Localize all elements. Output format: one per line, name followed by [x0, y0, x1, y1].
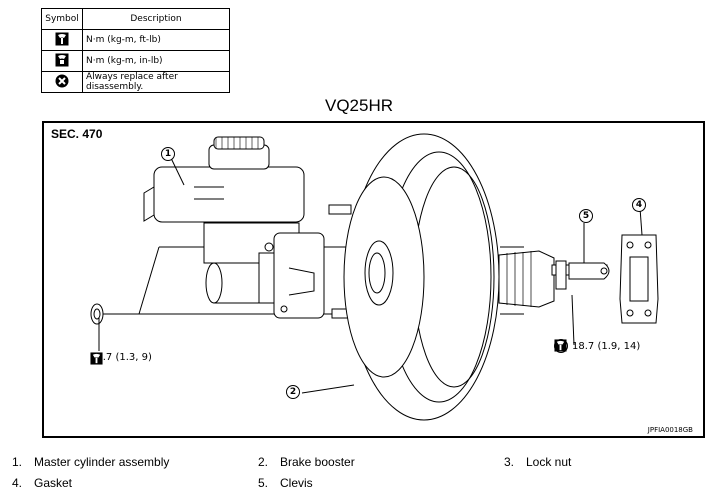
legend-row: N·m (kg-m, ft-lb): [41, 29, 230, 51]
parts-list-item: 3. Lock nut: [504, 455, 571, 469]
symbol-legend-table: Symbol Description N·m (kg-m, ft-lb) N·m…: [41, 8, 230, 93]
part-name: Clevis: [280, 476, 313, 490]
legend-row: Always replace after disassembly.: [41, 71, 230, 93]
callout-5: 5: [579, 209, 593, 223]
legend-header-description: Description: [82, 8, 230, 30]
master-cylinder-assembly: [143, 136, 325, 319]
always-replace-icon: [55, 74, 69, 87]
part-name: Gasket: [34, 476, 73, 490]
callout-2: 2: [286, 385, 300, 399]
part-number: 5.: [258, 476, 269, 490]
wrench-torque-small-icon: [55, 53, 69, 66]
wrench-torque-icon: [554, 339, 567, 352]
brake-booster: [343, 133, 524, 421]
part-name: Lock nut: [526, 455, 572, 469]
legend-row: N·m (kg-m, in-lb): [41, 50, 230, 72]
part-name: Brake booster: [280, 455, 355, 469]
part-number: 1.: [12, 455, 23, 469]
parts-list-item: 5. Clevis: [258, 476, 313, 490]
parts-list-item: 4. Gasket: [12, 476, 72, 490]
part-number: 4.: [12, 476, 23, 490]
callout-4: 4: [632, 198, 646, 212]
part-number: 3.: [504, 455, 515, 469]
left-bracket-line: [138, 246, 160, 315]
exploded-diagram: SEC. 470: [42, 121, 705, 438]
brake-assembly-drawing: [90, 133, 659, 421]
wrench-torque-icon: [90, 352, 103, 365]
diagram-title: VQ25HR: [324, 96, 394, 115]
part-number: 2.: [258, 455, 269, 469]
clevis: [568, 262, 610, 280]
torque-spec-washer: 12.7 (1.3, 9): [90, 352, 152, 365]
washer: [90, 303, 104, 325]
torque-value: 12.7 (1.3, 9): [90, 352, 152, 363]
parts-list-item: 1. Master cylinder assembly: [12, 455, 169, 469]
gasket: [619, 234, 659, 324]
legend-description: N·m (kg-m, in-lb): [82, 50, 230, 72]
torque-spec-lock-nut: 3 18.7 (1.9, 14): [554, 339, 640, 353]
legend-description: Always replace after disassembly.: [82, 71, 230, 93]
parts-list-item: 2. Brake booster: [258, 455, 355, 469]
callout-1: 1: [161, 147, 175, 161]
figure-code: JPFIA0018GB: [647, 426, 693, 434]
section-label: SEC. 470: [51, 127, 103, 141]
legend-description: N·m (kg-m, ft-lb): [82, 29, 230, 51]
wrench-torque-icon: [55, 32, 69, 45]
lock-nut: [555, 260, 567, 290]
part-name: Master cylinder assembly: [34, 455, 170, 469]
legend-header-symbol: Symbol: [41, 8, 83, 30]
torque-value: 18.7 (1.9, 14): [572, 340, 641, 352]
